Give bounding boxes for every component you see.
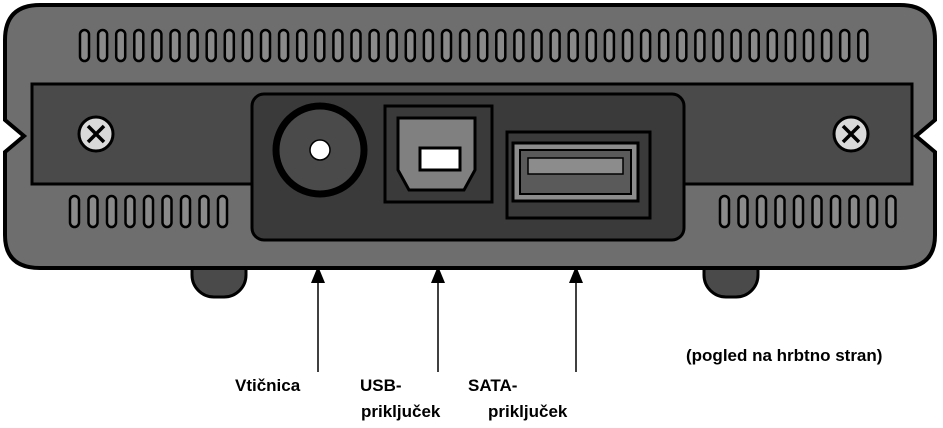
power-socket-arrow bbox=[311, 266, 325, 372]
usb-port-arrow bbox=[431, 266, 445, 372]
vent-slot bbox=[458, 28, 471, 63]
vent-slot bbox=[133, 28, 145, 63]
vent-slot bbox=[766, 28, 779, 63]
vent-slot bbox=[885, 194, 897, 229]
vent-slot bbox=[404, 28, 417, 63]
vent-slot bbox=[820, 28, 833, 63]
vent-slot bbox=[198, 194, 210, 229]
left-screw-icon bbox=[77, 115, 115, 153]
vent-slot bbox=[712, 28, 724, 63]
vent-slot bbox=[105, 194, 118, 229]
vent-slot bbox=[811, 194, 823, 229]
vent-slot bbox=[792, 194, 805, 229]
vent-slot bbox=[531, 28, 543, 63]
vent-slot bbox=[848, 194, 860, 229]
vent-slot bbox=[718, 194, 731, 229]
vent-slot bbox=[223, 28, 236, 63]
vent-slot bbox=[295, 28, 308, 63]
sata-port-arrow bbox=[569, 266, 583, 372]
vent-slot bbox=[802, 28, 815, 63]
vent-slot bbox=[737, 194, 749, 229]
usb-port-label-line2: priključek bbox=[361, 402, 441, 421]
vent-slot bbox=[585, 28, 598, 63]
sata-port-label-line2: priključek bbox=[488, 402, 568, 421]
vent-slot bbox=[774, 194, 786, 229]
esata-port-icon bbox=[505, 130, 652, 220]
vent-slot bbox=[87, 194, 99, 229]
vent-slot bbox=[151, 28, 163, 63]
vent-slot bbox=[142, 194, 155, 229]
right-screw-icon bbox=[832, 115, 870, 153]
vent-slot bbox=[350, 28, 362, 63]
usb-port-label-line1: USB- bbox=[360, 376, 402, 395]
vent-slot bbox=[277, 28, 290, 63]
vent-slot bbox=[386, 28, 398, 63]
vent-slot bbox=[187, 28, 199, 63]
dc-socket-icon bbox=[272, 102, 368, 198]
view-note: (pogled na hrbtno stran) bbox=[686, 346, 883, 365]
vent-slot bbox=[332, 28, 344, 63]
vent-slot bbox=[495, 28, 507, 63]
vent-slot bbox=[96, 28, 109, 63]
vent-slot bbox=[314, 28, 326, 63]
vent-slot bbox=[68, 194, 81, 229]
vent-slot bbox=[755, 194, 768, 229]
vent-slot bbox=[621, 28, 634, 63]
bottom-vent-slots bbox=[68, 194, 897, 229]
power-socket-label: Vtičnica bbox=[235, 376, 301, 395]
vent-slot bbox=[114, 28, 127, 63]
vent-slot bbox=[169, 28, 181, 63]
vent-slot bbox=[161, 194, 173, 229]
vent-slot bbox=[549, 28, 561, 63]
vent-slot bbox=[866, 194, 879, 229]
vent-slot bbox=[784, 28, 797, 63]
vent-slot bbox=[639, 28, 652, 63]
vent-slot bbox=[368, 28, 380, 63]
vent-slot bbox=[838, 28, 851, 63]
vent-slot bbox=[205, 28, 217, 63]
sata-port-label-line1: SATA- bbox=[468, 376, 518, 395]
vent-slot bbox=[748, 28, 760, 63]
vent-slot bbox=[476, 28, 489, 63]
vent-slot bbox=[730, 28, 742, 63]
vent-slot bbox=[78, 28, 91, 63]
vent-slot bbox=[694, 28, 706, 63]
usb-b-port-icon bbox=[383, 104, 494, 204]
vent-slot bbox=[567, 28, 579, 63]
vent-slot bbox=[857, 28, 869, 63]
vent-slot bbox=[241, 28, 254, 63]
vent-slot bbox=[603, 28, 616, 63]
vent-slot bbox=[440, 28, 453, 63]
vent-slot bbox=[657, 28, 670, 63]
vent-slot bbox=[216, 194, 229, 229]
vent-slot bbox=[513, 28, 525, 63]
top-vent-slots bbox=[78, 28, 869, 63]
vent-slot bbox=[422, 28, 435, 63]
vent-slot bbox=[829, 194, 842, 229]
vent-slot bbox=[179, 194, 192, 229]
vent-slot bbox=[676, 28, 688, 63]
vent-slot bbox=[124, 194, 136, 229]
vent-slot bbox=[259, 28, 272, 63]
